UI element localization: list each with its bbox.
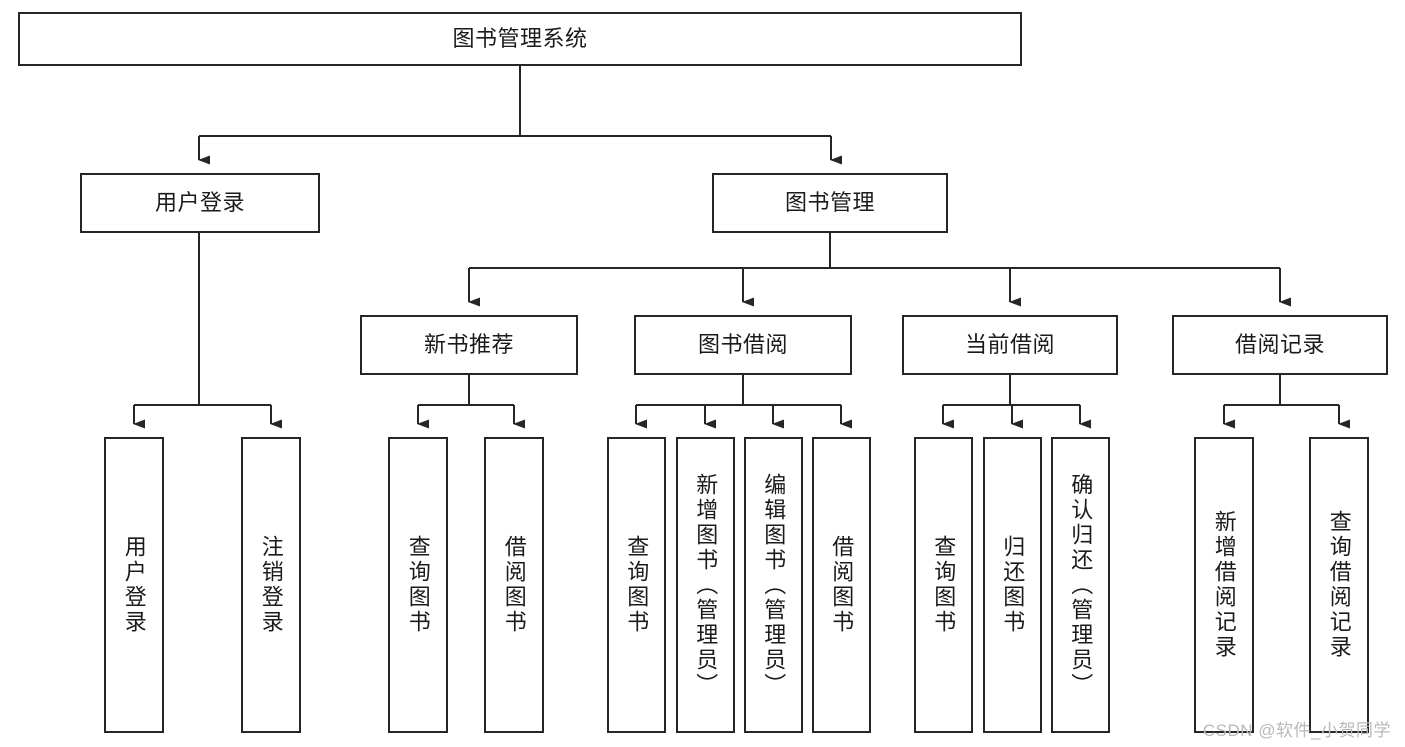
- node-book-management-label: 图书管理: [784, 189, 875, 215]
- edges-current-borrow-to-leaves: [942, 375, 1091, 429]
- node-book-management[interactable]: 图书管理: [712, 173, 948, 233]
- node-leaf-query-book-1[interactable]: 查询图书: [388, 437, 448, 733]
- node-leaf-query-borrow-record[interactable]: 查询借阅记录: [1309, 437, 1369, 733]
- node-root[interactable]: 图书管理系统: [18, 12, 1022, 66]
- node-leaf-edit-book-admin[interactable]: 编辑图书（管理员）: [744, 437, 803, 733]
- node-leaf-add-book-admin[interactable]: 新增图书（管理员）: [676, 437, 735, 733]
- node-leaf-borrow-book-1-label: 借阅图书: [501, 535, 527, 635]
- edges-root-to-level2: [198, 66, 842, 165]
- node-leaf-return-book-label: 归还图书: [1000, 535, 1026, 635]
- edges-user-login-to-leaves: [133, 233, 282, 429]
- node-leaf-confirm-return-admin[interactable]: 确认归还（管理员）: [1051, 437, 1110, 733]
- node-leaf-user-logout[interactable]: 注销登录: [241, 437, 301, 733]
- node-leaf-add-book-admin-label: 新增图书（管理员）: [693, 472, 719, 698]
- node-leaf-user-logout-label: 注销登录: [258, 535, 284, 635]
- node-new-book-recommend[interactable]: 新书推荐: [360, 315, 578, 375]
- node-book-borrow-label: 图书借阅: [697, 331, 788, 357]
- node-leaf-query-borrow-record-label: 查询借阅记录: [1326, 510, 1352, 660]
- node-user-login-label: 用户登录: [154, 189, 245, 215]
- node-user-login[interactable]: 用户登录: [80, 173, 320, 233]
- node-current-borrow-label: 当前借阅: [964, 331, 1055, 357]
- edges-book-management-to-level3: [468, 233, 1291, 307]
- node-leaf-query-book-1-label: 查询图书: [405, 535, 431, 635]
- node-borrow-record[interactable]: 借阅记录: [1172, 315, 1388, 375]
- node-leaf-query-book-3[interactable]: 查询图书: [914, 437, 973, 733]
- node-current-borrow[interactable]: 当前借阅: [902, 315, 1118, 375]
- node-leaf-add-borrow-record[interactable]: 新增借阅记录: [1194, 437, 1254, 733]
- node-leaf-edit-book-admin-label: 编辑图书（管理员）: [761, 472, 787, 698]
- edges-book-borrow-to-leaves: [635, 375, 852, 429]
- node-leaf-query-book-2-label: 查询图书: [624, 535, 650, 635]
- edges-borrow-record-to-leaves: [1223, 375, 1350, 429]
- watermark-text: CSDN @软件_小贺同学: [1202, 721, 1391, 740]
- node-leaf-query-book-3-label: 查询图书: [931, 535, 957, 635]
- edges-new-book-recommend-to-leaves: [417, 375, 525, 429]
- node-book-borrow[interactable]: 图书借阅: [634, 315, 852, 375]
- node-borrow-record-label: 借阅记录: [1234, 331, 1325, 357]
- node-leaf-borrow-book-2[interactable]: 借阅图书: [812, 437, 871, 733]
- node-root-label: 图书管理系统: [452, 25, 588, 51]
- node-leaf-return-book[interactable]: 归还图书: [983, 437, 1042, 733]
- node-leaf-user-login[interactable]: 用户登录: [104, 437, 164, 733]
- node-leaf-confirm-return-admin-label: 确认归还（管理员）: [1068, 472, 1094, 698]
- node-leaf-user-login-label: 用户登录: [121, 535, 147, 635]
- node-leaf-borrow-book-2-label: 借阅图书: [829, 535, 855, 635]
- node-leaf-borrow-book-1[interactable]: 借阅图书: [484, 437, 544, 733]
- node-leaf-query-book-2[interactable]: 查询图书: [607, 437, 666, 733]
- node-new-book-recommend-label: 新书推荐: [423, 331, 514, 357]
- node-leaf-add-borrow-record-label: 新增借阅记录: [1211, 510, 1237, 660]
